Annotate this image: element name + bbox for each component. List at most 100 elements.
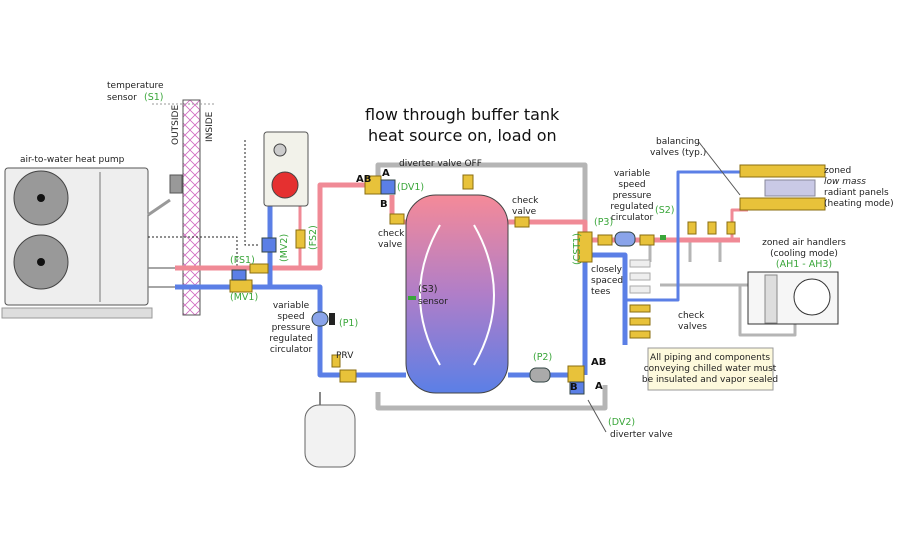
cst1-tag: (CST1) (572, 233, 583, 265)
svg-text:circulator: circulator (270, 345, 313, 355)
svg-text:radiant panels: radiant panels (824, 188, 889, 198)
air-handler (747, 271, 839, 325)
svg-text:variable: variable (273, 301, 310, 311)
sensor-s3 (408, 296, 416, 300)
s2-tag: (S2) (655, 205, 675, 216)
circulator-p2 (529, 367, 551, 383)
svg-text:check: check (678, 311, 705, 321)
closely-spaced-label: closely spaced tees (591, 265, 623, 297)
svg-text:tees: tees (591, 287, 611, 297)
dv2-b: B (570, 382, 578, 393)
s3-tag: (S3) (418, 284, 438, 295)
flow-arrow (419, 224, 441, 366)
svg-text:closely: closely (591, 265, 623, 275)
p2-tag: (P2) (533, 352, 552, 363)
check-valve (629, 317, 651, 326)
dv1-tag: (DV1) (397, 182, 424, 193)
flow-arrow (473, 224, 495, 366)
svg-text:pressure: pressure (613, 191, 652, 201)
dv1-a: A (382, 168, 390, 179)
prv-label: PRV (336, 351, 354, 361)
sensor-s2 (660, 235, 666, 240)
svg-text:(heating mode): (heating mode) (824, 199, 894, 209)
svg-text:spaced: spaced (591, 276, 623, 286)
manifold-return (739, 197, 826, 211)
closely-spaced-tees-cst1 (577, 231, 593, 263)
auxiliary-heater (263, 131, 309, 207)
svg-text:valves (typ.): valves (typ.) (650, 148, 706, 158)
wall (182, 99, 201, 316)
dv1-b: B (380, 199, 388, 210)
svg-text:zoned: zoned (824, 166, 851, 176)
svg-text:circulator: circulator (611, 213, 654, 223)
heat-pump (1, 167, 153, 319)
circulator-p1 (311, 311, 329, 327)
flow-switch-fs1 (249, 263, 269, 274)
p3-description: variable speed pressure regulated circul… (610, 169, 653, 223)
check-valves-label: check valves (678, 311, 707, 332)
disconnect-switch (169, 174, 183, 194)
p1-description: variable speed pressure regulated circul… (269, 301, 312, 355)
svg-text:low mass: low mass (824, 177, 866, 187)
mv2-tag: (MV2) (279, 234, 290, 262)
sensor-label: sensor (418, 297, 448, 307)
heat-pump-label: air-to-water heat pump (20, 155, 125, 165)
radiant-panels (764, 179, 816, 197)
fs1-tag: (FS1) (230, 255, 255, 266)
title-line-2: heat source on, load on (368, 126, 557, 145)
diverter-valve-dv2 (567, 365, 585, 383)
circulator-p3 (614, 231, 636, 247)
title-line-1: flow through buffer tank (365, 105, 560, 124)
svg-text:zoned air handlers: zoned air handlers (762, 238, 846, 248)
components (229, 164, 839, 468)
balancing-label: balancing valves (typ.) (650, 137, 706, 158)
svg-text:speed: speed (618, 180, 645, 190)
diverter-valve-label: diverter valve (610, 430, 673, 440)
svg-text:regulated: regulated (269, 334, 312, 344)
flow-switch-fs2 (295, 229, 306, 249)
p3-tag: (P3) (594, 217, 613, 228)
mv1-tag: (MV1) (230, 292, 258, 303)
fs2-tag: (FS2) (308, 225, 319, 250)
insulation-note: All piping and components conveying chil… (642, 347, 778, 391)
zone-valve-mv2 (261, 237, 277, 253)
s1-tag: (S1) (144, 92, 164, 103)
svg-text:All piping and components: All piping and components (650, 353, 770, 363)
svg-text:valves: valves (678, 322, 707, 332)
air-handler-label: zoned air handlers (cooling mode) (AH1 -… (762, 238, 846, 270)
svg-text:balancing: balancing (656, 137, 700, 147)
buffer-tank (405, 194, 509, 394)
svg-text:be insulated and vapor sealed: be insulated and vapor sealed (642, 375, 778, 385)
dv2-a: A (595, 381, 603, 392)
prv-valve (331, 354, 341, 368)
temp-sensor-label-1: temperature (107, 81, 164, 91)
check-valve (629, 330, 651, 339)
svg-text:conveying chilled water must: conveying chilled water must (644, 364, 777, 374)
diverter-off-label: diverter valve OFF (399, 159, 482, 169)
check-valve-right-label-1: check (512, 196, 539, 206)
svg-text:(AH1 - AH3): (AH1 - AH3) (776, 259, 832, 270)
svg-text:variable: variable (614, 169, 651, 179)
manifold-supply (739, 164, 826, 178)
expansion-tank (304, 404, 356, 468)
p1-tag: (P1) (339, 318, 358, 329)
check-valve-left-label-1: check (378, 229, 405, 239)
check-valve-right-label-2: valve (512, 207, 537, 217)
panels-label: zoned low mass radiant panels (heating m… (824, 166, 894, 209)
air-vent (462, 174, 474, 190)
check-valve-right (514, 216, 530, 228)
dv1-ab: AB (356, 174, 371, 185)
check-valve (629, 304, 651, 313)
zone-valve-mv1 (229, 279, 253, 293)
check-valve-left-label-2: valve (378, 240, 403, 250)
dv2-ab: AB (591, 357, 606, 368)
svg-text:(cooling mode): (cooling mode) (770, 249, 838, 259)
dv2-tag: (DV2) (608, 417, 635, 428)
svg-text:pressure: pressure (272, 323, 311, 333)
outside-label: OUTSIDE (171, 105, 181, 145)
temp-sensor-label-2: sensor (107, 93, 137, 103)
svg-text:regulated: regulated (610, 202, 653, 212)
svg-text:speed: speed (277, 312, 304, 322)
